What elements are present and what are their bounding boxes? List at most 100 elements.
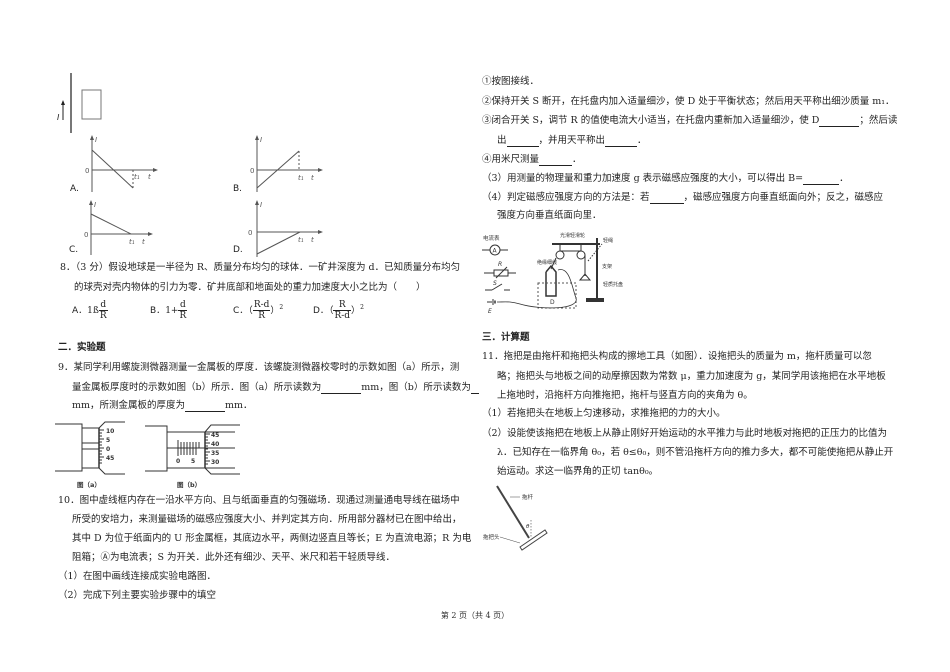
q7-option-d[interactable]: I 0 t₁ t D.: [225, 200, 345, 260]
q9-blank-a[interactable]: [321, 383, 362, 394]
q7-graph-a: I 0 t₁ t: [85, 135, 158, 192]
svg-text:t₁: t₁: [298, 174, 304, 182]
q10-sub4-blank[interactable]: [649, 193, 684, 204]
q10-apparatus-figure: 电流表 A R S E 光滑轻滑轮 轻绳 支架 轻质托盘 绝缘细线 D: [482, 232, 623, 315]
q7-graph-c: I 0 t₁ t: [84, 200, 153, 255]
svg-text:轻质托盘: 轻质托盘: [603, 281, 623, 288]
svg-text:t₁: t₁: [134, 173, 140, 181]
svg-text:光滑轻滑轮: 光滑轻滑轮: [560, 232, 585, 239]
q10-step3-line2: 出，并用天平称出．: [497, 135, 647, 147]
svg-text:D: D: [550, 299, 555, 306]
section-heading-experiment: 二．实验题: [58, 342, 106, 353]
q11-mop-figure: 拖杆 θ 拖把头: [483, 485, 548, 551]
svg-text:I: I: [57, 113, 60, 122]
svg-text:t: t: [311, 236, 314, 244]
svg-text:10: 10: [106, 428, 114, 435]
q11-sub2-line2: λ．已知存在一临界角 θ₀，若 θ≤θ₀，则不管沿拖杆方向的推力多大，都不可能使…: [497, 447, 894, 458]
q7-option-a[interactable]: I 0 t₁ t A.: [60, 135, 180, 200]
svg-text:支架: 支架: [602, 263, 612, 270]
svg-text:t: t: [148, 173, 151, 181]
page-footer: 第 2 页（共 4 页）: [440, 611, 510, 620]
q10-sub2: （2）完成下列主要实验步骤中的填空: [58, 590, 217, 601]
q7-wire-loop-figure: I: [57, 73, 102, 133]
q10-sub4-line1: （4）判定磁感应强度方向的方法是：若，磁感应强度方向垂直纸面向外；反之，磁感应: [482, 192, 884, 204]
q10-text-line1: 10．图中虚线框内存在一沿水平方向、且与纸面垂直的匀强磁场．现通过测量通电导线在…: [58, 495, 460, 506]
svg-text:45: 45: [211, 432, 219, 439]
q8-text-line1: 8．（3 分）假设地球是一半径为 R、质量分布均匀的球体．一矿井深度为 d．已知…: [60, 262, 461, 273]
q10-text-line2: 所受的安培力，来测量磁场的磁感应强度大小、并判定其方向．所用部分器材已在图中给出…: [72, 514, 462, 525]
svg-text:0: 0: [248, 229, 252, 237]
q7-option-a-label: A.: [70, 184, 79, 194]
q11-text-line3: 上拖地时，沿拖杆方向推拖把，拖杆与竖直方向的夹角为 θ。: [497, 390, 753, 401]
svg-text:I: I: [95, 136, 97, 144]
svg-text:图（a）: 图（a）: [77, 480, 101, 489]
q7-option-c[interactable]: I 0 t₁ t C.: [60, 200, 180, 260]
svg-text:轻绳: 轻绳: [603, 237, 613, 244]
q10-text-line4: 阻箱；Ⓐ为电流表；S 为开关．此外还有细沙、天平、米尺和若干轻质导线．: [72, 552, 396, 563]
q10-step2: ②保持开关 S 断开，在托盘内加入适量细沙，使 D 处于平衡状态；然后用天平称出…: [482, 96, 895, 107]
svg-text:I: I: [94, 201, 96, 209]
svg-text:I: I: [260, 201, 262, 209]
q10-step3-blank-2[interactable]: [506, 136, 539, 147]
micrometer-figure-b: 45 40 35 30 0 5 图（b）: [145, 424, 240, 489]
svg-text:绝缘细线: 绝缘细线: [537, 259, 557, 266]
svg-text:0: 0: [106, 446, 110, 453]
svg-text:40: 40: [211, 441, 219, 448]
q10-step4-blank[interactable]: [539, 155, 573, 166]
q10-text-line3: 其中 D 为位于纸面内的 U 形金属框，其底边水平，两侧边竖直且等长；E 为直流…: [72, 533, 472, 544]
q11-text-line2: 略；拖把头与地板之间的动摩擦因数为常数 μ，重力加速度为 g，某同学用该拖把在水…: [497, 371, 886, 382]
q7-graph-d: I 0 t₁ t: [248, 200, 323, 257]
svg-text:E: E: [488, 308, 492, 315]
q7-graph-b: I 0 t₁ t: [250, 135, 323, 192]
q10-step3-blank-1[interactable]: [819, 116, 860, 127]
q10-step3-blank-3[interactable]: [605, 136, 638, 147]
q10-sub3-blank[interactable]: [803, 174, 840, 185]
q8-text-line2: 的球壳对壳内物体的引力为零．矿井底部和地面处的重力加速度大小之比为（ ）: [74, 282, 426, 293]
svg-text:t₁: t₁: [129, 238, 135, 246]
svg-text:0: 0: [84, 231, 88, 239]
svg-text:30: 30: [211, 459, 219, 466]
q10-sub1: （1）在图中画线连接成实验电路图．: [58, 571, 217, 582]
svg-text:I: I: [260, 136, 262, 144]
q10-step3-line1: ③闭合开关 S，调节 R 的值使电流大小适当，在托盘内重新加入适量细沙，使 D；…: [482, 115, 898, 127]
svg-text:A: A: [493, 248, 498, 255]
svg-text:拖把头: 拖把头: [483, 533, 500, 541]
svg-text:0: 0: [176, 458, 180, 465]
svg-text:S: S: [493, 280, 497, 287]
q9-blank-thickness[interactable]: [185, 401, 226, 412]
svg-text:5: 5: [106, 437, 110, 444]
q10-step4: ④用米尺测量．: [482, 154, 582, 166]
q11-sub1: （1）若拖把头在地板上匀速移动，求推拖把的力的大小。: [482, 408, 726, 419]
svg-text:拖杆: 拖杆: [522, 493, 534, 501]
svg-text:0: 0: [85, 167, 89, 175]
q11-sub2-line1: （2）设能使该拖把在地板上从静止刚好开始运动的水平推力与此时地板对拖把的正压力的…: [482, 428, 888, 439]
svg-text:图（b）: 图（b）: [177, 480, 201, 489]
svg-text:R: R: [498, 261, 502, 268]
svg-text:0: 0: [250, 167, 254, 175]
q10-sub3: （3）用测量的物理量和重力加速度 g 表示磁感应强度的大小，可以得出 B=．: [482, 173, 849, 185]
svg-text:5: 5: [191, 458, 195, 465]
micrometer-figure-a: 10 5 0 45 图（a）: [55, 421, 125, 489]
svg-text:θ: θ: [526, 524, 530, 530]
q9-blank-b[interactable]: [470, 383, 479, 394]
svg-text:t₁: t₁: [298, 236, 304, 244]
svg-text:电流表: 电流表: [483, 234, 500, 242]
q7-option-b-label: B.: [233, 184, 243, 194]
section-heading-calculation: 三．计算题: [482, 332, 530, 343]
svg-text:35: 35: [211, 450, 219, 457]
q7-option-c-label: C.: [69, 245, 79, 255]
q7-option-d-label: D.: [233, 245, 243, 255]
q11-text-line1: 11．拖把是由拖杆和拖把头构成的擦地工具（如图）．设拖把头的质量为 m，拖杆质量…: [482, 351, 872, 362]
q10-step1: ①按图接线．: [482, 76, 540, 87]
q9-text-line1: 9．某同学利用螺旋测微器测量一金属板的厚度．该螺旋测微器校零时的示数如图（a）所…: [58, 362, 460, 373]
q7-option-b[interactable]: I 0 t₁ t B.: [225, 135, 345, 200]
